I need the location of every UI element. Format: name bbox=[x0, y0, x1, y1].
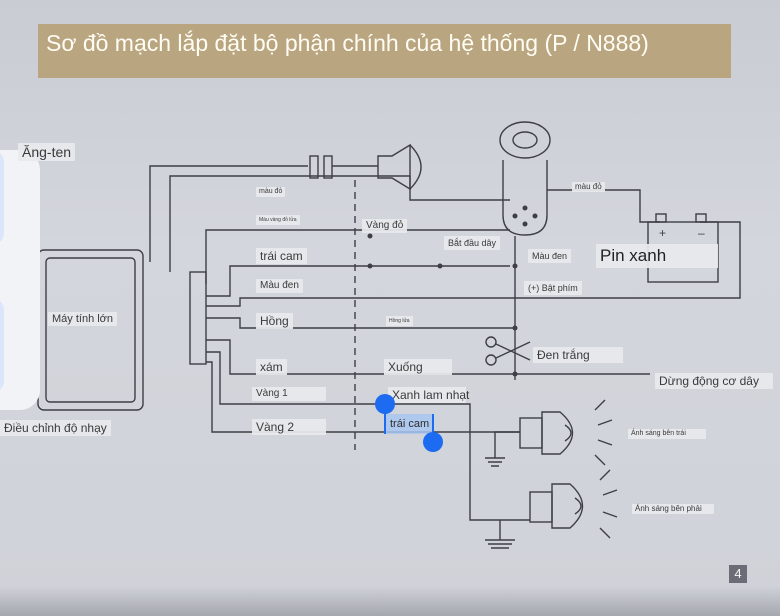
selection-start-handle[interactable] bbox=[375, 394, 395, 414]
label-sensitivity[interactable]: Điều chỉnh độ nhạy bbox=[0, 420, 111, 436]
selected-text-orange[interactable]: trái cam bbox=[390, 418, 430, 430]
label-black[interactable]: Màu đen bbox=[256, 279, 303, 293]
selection-start-stem bbox=[384, 404, 386, 434]
light-left-rays bbox=[594, 399, 613, 466]
light-right-rays bbox=[599, 469, 618, 539]
selection-end-stem bbox=[432, 414, 434, 440]
light-right-lamp bbox=[551, 483, 584, 529]
text-selection[interactable] bbox=[384, 414, 434, 434]
label-light-right[interactable]: Ánh sáng bên phải bbox=[632, 504, 714, 514]
label-plus-ignition[interactable]: (+) Bật phím bbox=[524, 281, 582, 295]
label-yellow2[interactable]: Vàng 2 bbox=[252, 419, 326, 435]
battery-terminal-minus bbox=[695, 213, 707, 223]
label-white-black[interactable]: Đen trắng bbox=[533, 347, 623, 363]
light-right-base bbox=[529, 491, 553, 523]
scissors-blades bbox=[495, 341, 531, 361]
pink-wire bbox=[206, 236, 516, 329]
light-right-lens bbox=[574, 497, 582, 515]
scissors-ring-1 bbox=[485, 336, 497, 348]
toolbar-button-top[interactable] bbox=[0, 150, 4, 245]
label-light-blue[interactable]: Xanh lam nhạt bbox=[388, 387, 469, 403]
label-yellow1[interactable]: Vàng 1 bbox=[252, 387, 326, 401]
light-left-ground-wire bbox=[494, 431, 520, 458]
siren-body bbox=[377, 143, 411, 191]
label-pink-small[interactable]: Hồng lửa bbox=[386, 316, 413, 326]
black-wire bbox=[206, 221, 741, 307]
label-battery[interactable]: Pin xanh bbox=[596, 244, 718, 268]
label-down[interactable]: Xuống bbox=[384, 359, 452, 375]
label-orange[interactable]: trái cam bbox=[256, 248, 307, 264]
antenna-plug-right bbox=[323, 155, 333, 179]
page-title: Sơ đồ mạch lắp đặt bộ phận chính của hệ … bbox=[46, 30, 649, 56]
yellow1-wire bbox=[206, 351, 530, 521]
computer-box-inner bbox=[45, 257, 136, 403]
bottom-shadow bbox=[0, 586, 780, 616]
ignition-top bbox=[499, 121, 551, 159]
label-black-mid[interactable]: Màu đen bbox=[528, 249, 572, 263]
yellow2-wire bbox=[206, 361, 520, 433]
label-stop-engine[interactable]: Dừng động cơ dây bbox=[655, 373, 773, 389]
label-pink[interactable]: Hồng bbox=[256, 313, 293, 329]
page-number: 4 bbox=[729, 565, 747, 583]
battery-plus-sign: + bbox=[659, 226, 667, 240]
toolbar-button-bottom[interactable] bbox=[0, 298, 4, 393]
ignition-battery-wire bbox=[547, 189, 660, 223]
label-light-left[interactable]: Ánh sáng bên trái bbox=[628, 429, 706, 439]
label-antenna[interactable]: Ăng-ten bbox=[18, 143, 76, 161]
ignition-body bbox=[502, 160, 548, 236]
antenna-wire bbox=[149, 165, 308, 262]
selection-end-handle[interactable] bbox=[423, 432, 443, 452]
red-wire bbox=[169, 175, 510, 272]
floating-toolbar bbox=[0, 150, 40, 410]
computer-box-outline bbox=[37, 249, 144, 411]
ground-right bbox=[485, 539, 515, 549]
label-computer[interactable]: Máy tính lớn bbox=[48, 312, 118, 326]
light-left-lamp bbox=[541, 411, 574, 455]
ground-left bbox=[485, 457, 505, 467]
orange-wire bbox=[206, 265, 510, 297]
title-highlight bbox=[38, 24, 731, 78]
connector-block bbox=[189, 271, 207, 365]
battery-minus-sign: – bbox=[698, 226, 705, 240]
light-left-lens bbox=[564, 424, 572, 442]
battery-terminal-plus bbox=[655, 213, 667, 223]
label-yellow-red[interactable]: Vàng đỏ bbox=[362, 219, 408, 233]
label-red[interactable]: màu đỏ bbox=[256, 187, 286, 197]
scissors-ring-2 bbox=[485, 354, 497, 366]
junction-dots bbox=[367, 205, 538, 377]
label-gray[interactable]: xám bbox=[256, 359, 287, 375]
siren-horn bbox=[409, 144, 422, 190]
antenna-plug-left bbox=[309, 155, 319, 179]
label-red-top[interactable]: màu đỏ bbox=[572, 182, 605, 192]
label-red-yellow-small[interactable]: Màu vàng đỏ lửa bbox=[256, 215, 300, 225]
light-left-base bbox=[519, 417, 543, 449]
yellow-red-wire bbox=[205, 229, 510, 284]
ignition-top-inner bbox=[512, 131, 538, 149]
label-start-wire[interactable]: Bắt đầu dây bbox=[444, 236, 501, 250]
